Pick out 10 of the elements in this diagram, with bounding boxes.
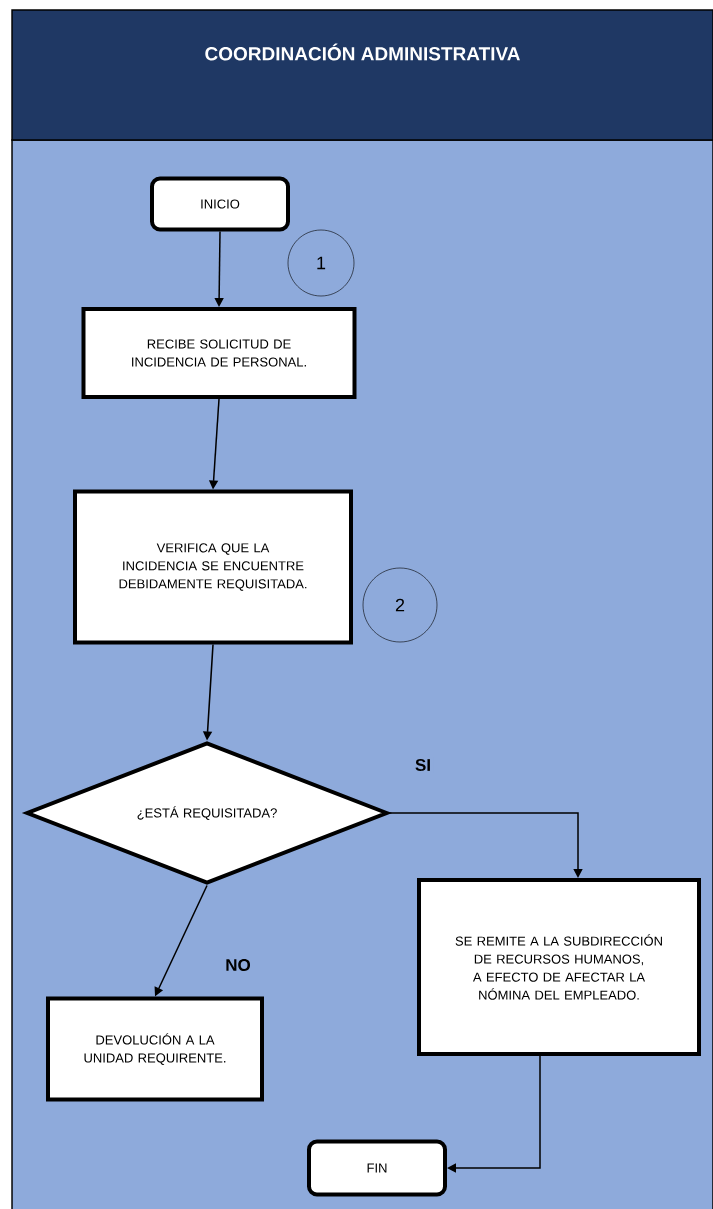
- terminal-box: INICIO: [150, 176, 290, 232]
- arrow: [388, 812, 583, 878]
- process-box: DEVOLUCIÓN A LA UNIDAD REQUIRENTE.: [46, 996, 264, 1102]
- process-box: RECIBE SOLICITUD DE INCIDENCIA DE PERSONAL.: [81, 307, 357, 399]
- process-box: VERIFICA QUE LA INCIDENCIA SE ENCUENTRE DEBIDAMENTE REQUISITADA.: [73, 489, 353, 645]
- terminal-box: FIN: [307, 1139, 447, 1197]
- arrow: [447, 1055, 541, 1173]
- process-box: SE REMITE A LA SUBDIRECCIÓN DE RECURSOS HUMANOS, A EFECTO DE AFECTAR LA NÓMINA DEL EMPLEADO.: [417, 878, 701, 1056]
- lane-header: COORDINACIÓN ADMINISTRATIVA: [11, 9, 713, 141]
- arrow: [214, 230, 224, 307]
